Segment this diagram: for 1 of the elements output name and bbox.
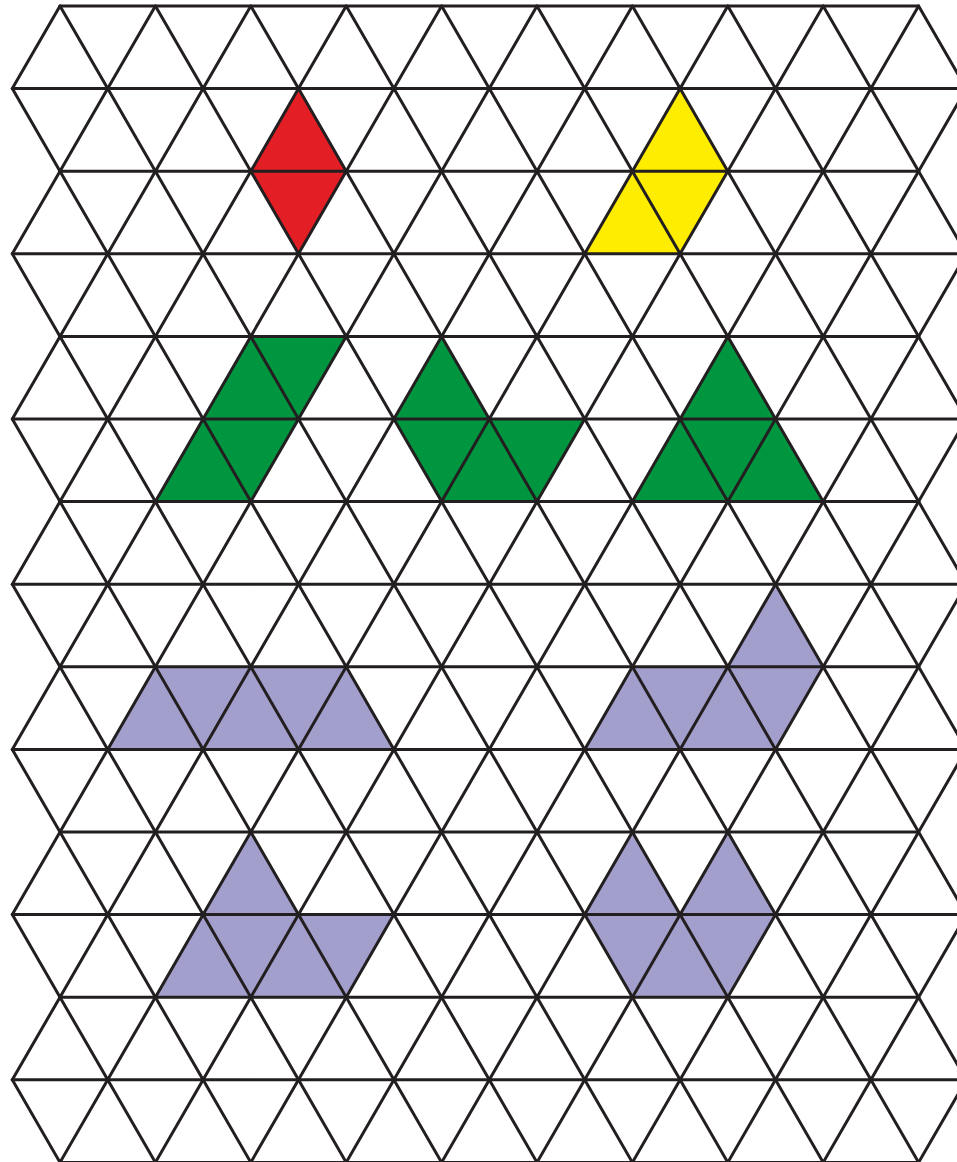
shaded-polyiamond xyxy=(107,666,394,750)
